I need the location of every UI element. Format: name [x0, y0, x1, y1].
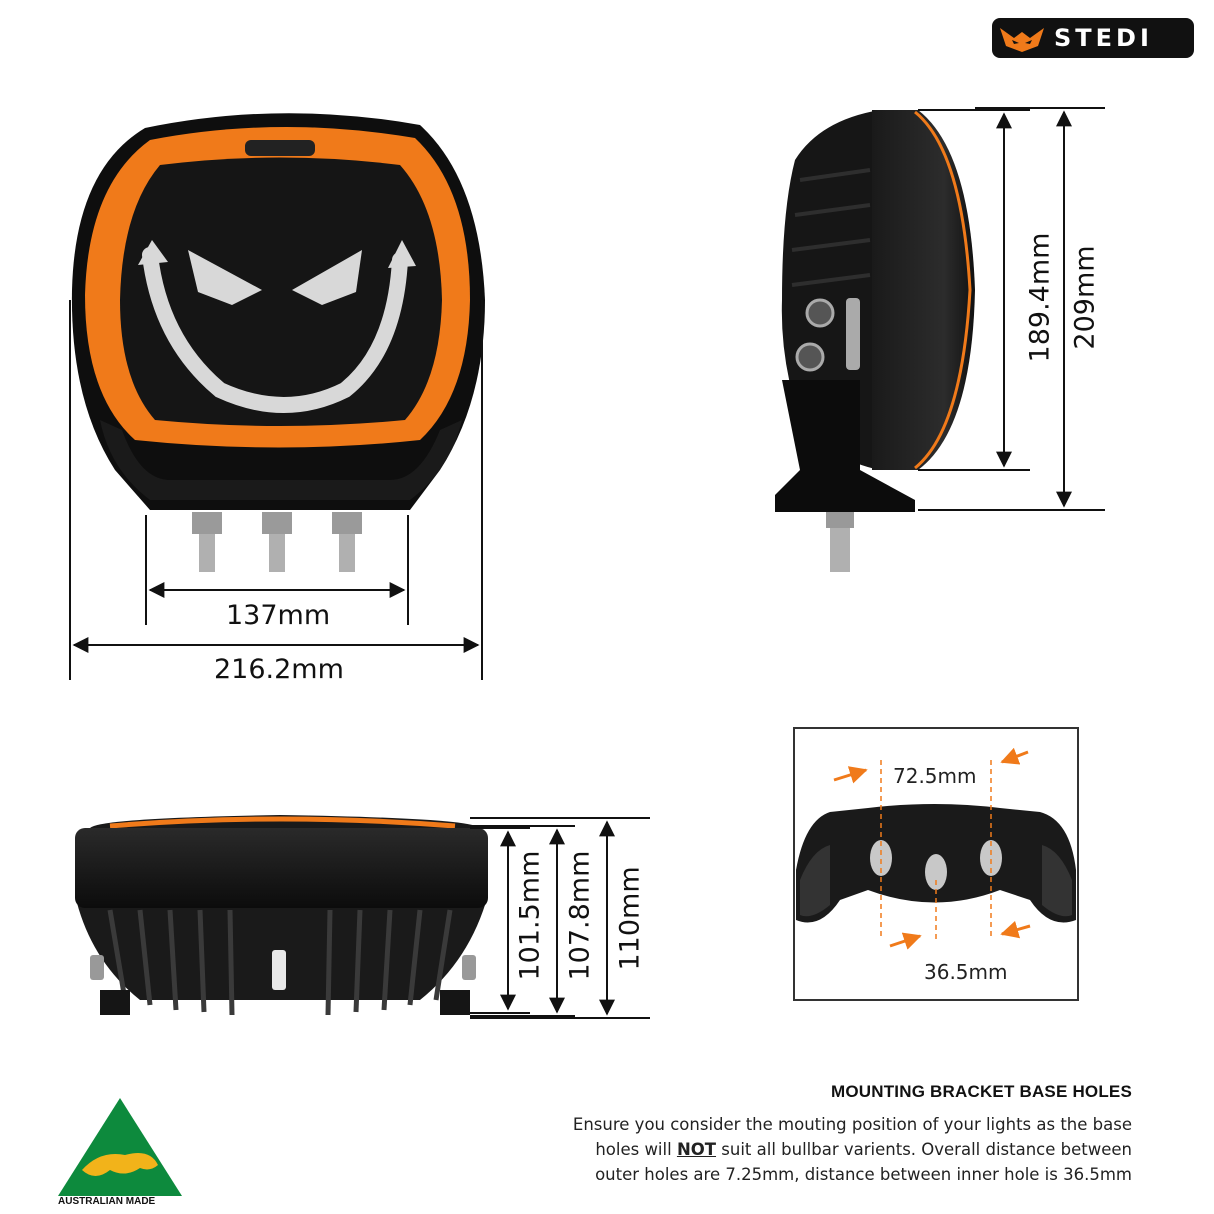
depth-label-c: 110mm	[614, 866, 646, 971]
notes-line-3: outer holes are 7.25mm, distance between…	[595, 1165, 1132, 1184]
front-view-light	[71, 113, 486, 572]
kangaroo-icon	[82, 1152, 158, 1176]
notes-title: MOUNTING BRACKET BASE HOLES	[830, 1082, 1132, 1101]
brand-name: STEDI	[1054, 24, 1153, 52]
notes-line-2: holes will NOT suit all bullbar varients…	[520, 1137, 1132, 1162]
notes-body: Ensure you consider the mouting position…	[520, 1112, 1132, 1187]
bracket-detail-panel	[793, 727, 1079, 1001]
demon-logo-icon	[1000, 28, 1044, 52]
top-dimension-lines	[470, 817, 650, 1019]
depth-label-a: 101.5mm	[514, 850, 546, 981]
notes-line-1: Ensure you consider the mouting position…	[572, 1115, 1132, 1134]
side-dimension-lines	[918, 107, 1105, 511]
top-view-light	[75, 815, 488, 1016]
outer-spacing-label: 72.5mm	[893, 764, 977, 788]
lens-height-label: 189.4mm	[1024, 232, 1056, 363]
inner-spacing-label: 36.5mm	[924, 960, 1008, 984]
bracket-width-label: 137mm	[226, 600, 331, 631]
australian-made-label: AUSTRALIAN MADE	[58, 1196, 156, 1207]
notes-emphasis: NOT	[676, 1140, 717, 1159]
front-dimension-lines	[69, 300, 483, 680]
depth-label-b: 107.8mm	[564, 850, 596, 981]
australian-made-badge	[58, 1098, 182, 1196]
notes-line-2-prefix: holes will	[595, 1140, 677, 1159]
side-view-light	[775, 110, 975, 572]
overall-width-label: 216.2mm	[214, 654, 344, 685]
notes-line-2-suffix: suit all bullbar varients. Overall dista…	[716, 1140, 1132, 1159]
brand-logo: STEDI	[992, 18, 1194, 58]
mounting-studs	[192, 512, 362, 572]
overall-height-label: 209mm	[1069, 245, 1101, 350]
